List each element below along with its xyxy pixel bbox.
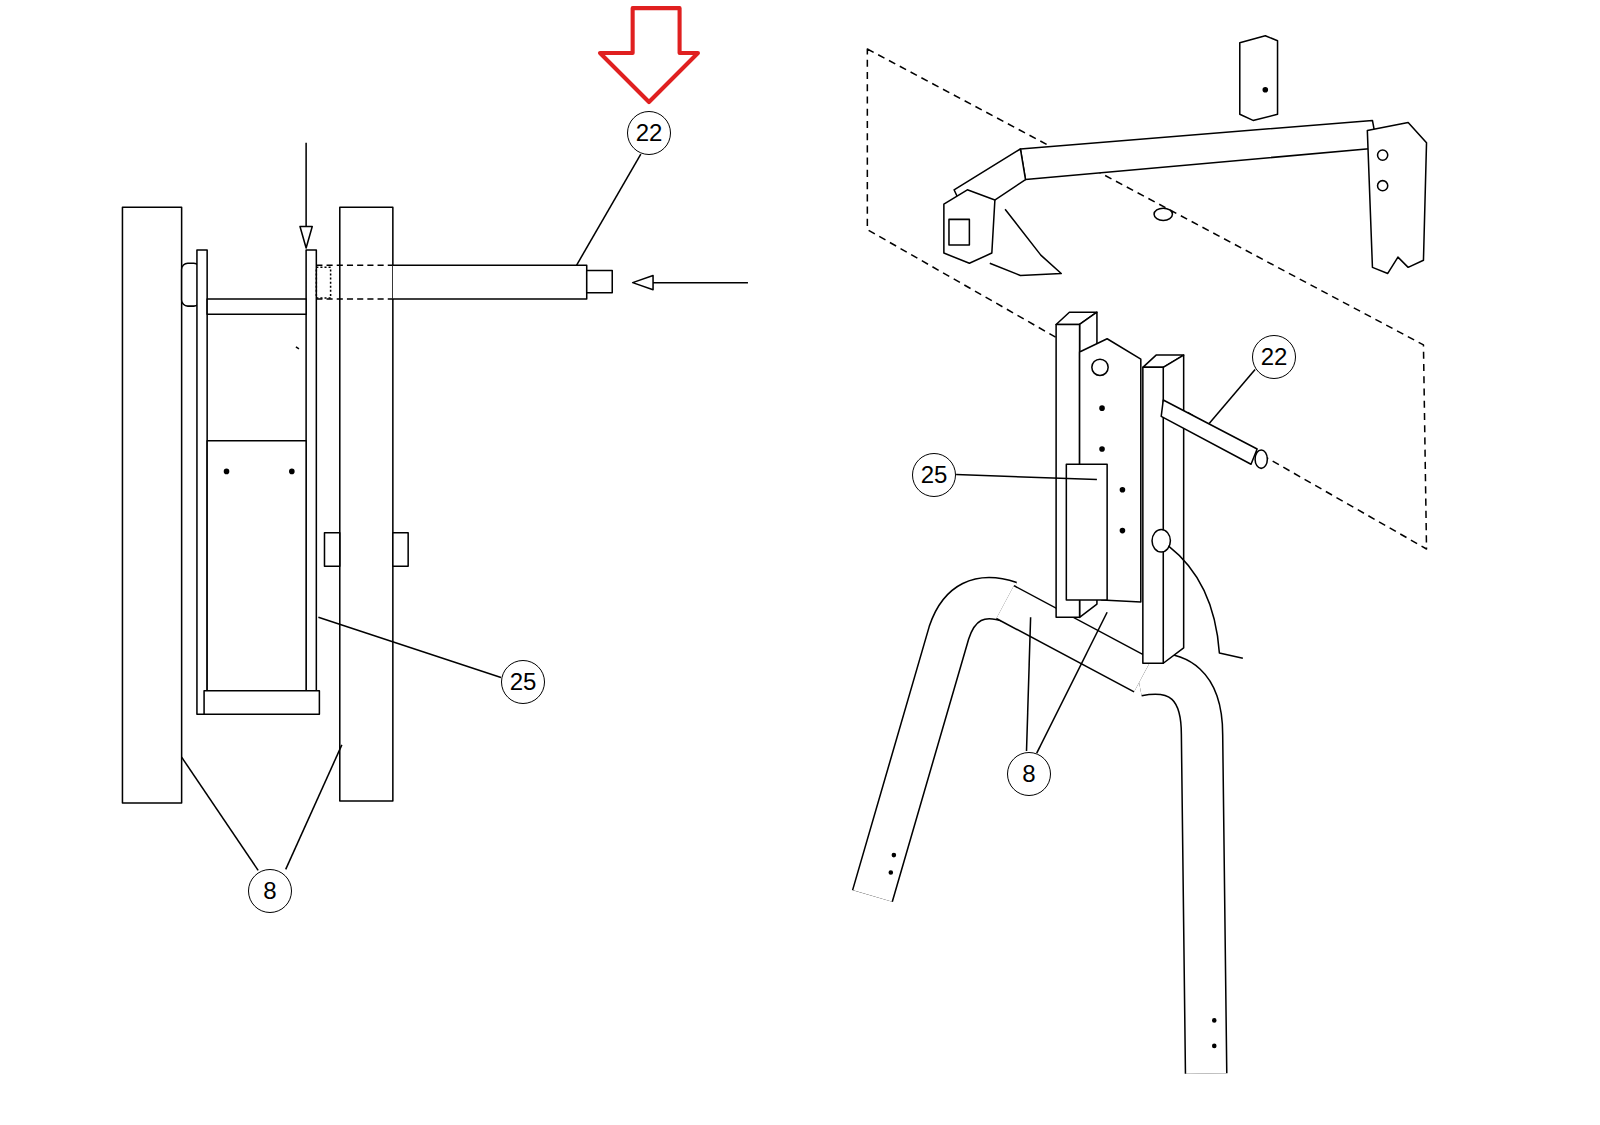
callout-number: 25	[921, 463, 948, 487]
channel	[1066, 464, 1107, 600]
post	[1143, 367, 1163, 663]
callout-number: 22	[636, 121, 663, 145]
bracket	[1240, 36, 1278, 121]
frame-plate	[306, 250, 316, 714]
crank-handle	[990, 209, 1061, 275]
tube-legs	[872, 598, 1206, 1073]
wheel	[122, 207, 181, 803]
shaft	[393, 265, 587, 299]
callout-circle: 22	[627, 111, 671, 155]
callout-number: 22	[1261, 345, 1288, 369]
frame-plate	[197, 250, 207, 714]
wheel	[340, 207, 393, 801]
callout-circle: 22	[1252, 335, 1296, 379]
callout-circle: 25	[912, 453, 956, 497]
beam-end	[944, 190, 995, 263]
cross-bar	[204, 691, 319, 714]
cross-bar	[207, 299, 306, 314]
callout-circle: 25	[501, 660, 545, 704]
red-arrow	[600, 8, 698, 102]
boss	[393, 533, 408, 567]
beam	[1020, 120, 1377, 179]
callout-number: 8	[1022, 762, 1035, 786]
channel	[207, 441, 306, 692]
callout-number: 8	[263, 879, 276, 903]
tube-opening	[949, 219, 969, 245]
knob	[1152, 530, 1170, 552]
pin	[1161, 400, 1257, 464]
boss	[324, 533, 339, 567]
callout-circle: 8	[1007, 752, 1051, 796]
end-plate	[1367, 122, 1426, 273]
callout-circle: 8	[248, 869, 292, 913]
callout-number: 25	[510, 670, 537, 694]
shaft-end	[587, 270, 613, 292]
